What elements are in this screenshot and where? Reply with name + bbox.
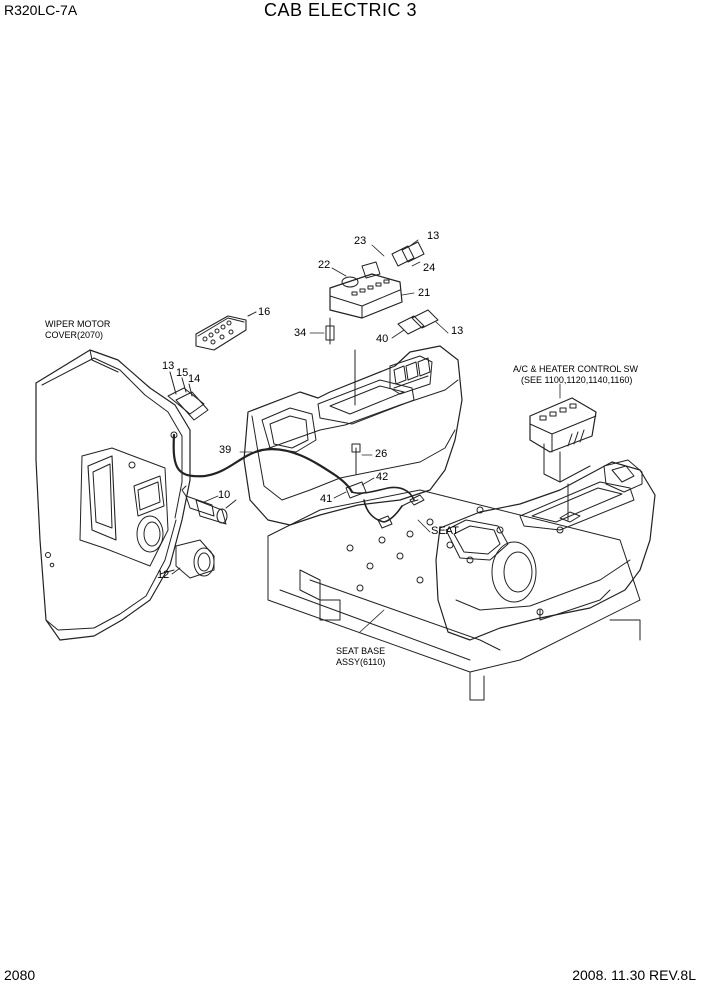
page-title: CAB ELECTRIC 3 bbox=[264, 0, 418, 20]
switch-cover-13-40 bbox=[397, 309, 439, 335]
callout-13-c: 13 bbox=[162, 360, 175, 372]
switch-panel-16 bbox=[195, 311, 257, 351]
seat-base-plate bbox=[267, 489, 641, 701]
switch-box-21 bbox=[325, 241, 425, 345]
seat-label: SEAT bbox=[431, 525, 459, 537]
callout-23: 23 bbox=[354, 235, 367, 247]
callout-14: 14 bbox=[188, 373, 201, 385]
wire-harness-39 bbox=[172, 433, 354, 494]
gauge-12 bbox=[159, 539, 215, 579]
ac-heater-label-1: A/C & HEATER CONTROL SW bbox=[513, 364, 639, 374]
wiper-motor-cover-label-1: WIPER MOTOR bbox=[45, 319, 111, 329]
callout-22: 22 bbox=[318, 259, 331, 271]
callout-15: 15 bbox=[176, 367, 189, 379]
seat-base-label-1: SEAT BASE bbox=[336, 646, 386, 656]
bolts-26-42-41 bbox=[345, 443, 367, 499]
callout-42: 42 bbox=[376, 471, 389, 483]
callout-26: 26 bbox=[375, 448, 388, 460]
callout-40: 40 bbox=[376, 333, 389, 345]
revision-date: 2008. 11.30 REV.8L bbox=[572, 967, 696, 983]
ac-heater-label-2: (SEE 1100,1120,1140,1160) bbox=[521, 375, 633, 385]
callout-13: 13 bbox=[427, 230, 440, 242]
callout-41: 41 bbox=[320, 493, 333, 505]
callout-12: 12 bbox=[157, 569, 170, 581]
leader-lines bbox=[171, 239, 561, 633]
callout-13-b: 13 bbox=[451, 325, 464, 337]
wiper-motor-cover bbox=[35, 349, 191, 641]
model-label: R320LC-7A bbox=[4, 2, 78, 18]
left-console bbox=[243, 345, 463, 526]
callout-24: 24 bbox=[423, 262, 436, 274]
ac-heater-control-switch bbox=[529, 397, 597, 521]
seat-base-label-2: ASSY(6110) bbox=[336, 657, 386, 667]
callout-34: 34 bbox=[294, 327, 307, 339]
wiper-motor-cover-label-2: COVER(2070) bbox=[45, 330, 104, 340]
page-number: 2080 bbox=[4, 967, 36, 983]
callout-39: 39 bbox=[219, 444, 232, 456]
callout-16: 16 bbox=[258, 306, 271, 318]
callout-21: 21 bbox=[418, 287, 431, 299]
right-console bbox=[435, 459, 656, 641]
cigar-lighter-10 bbox=[181, 485, 237, 525]
callout-10: 10 bbox=[218, 489, 231, 501]
